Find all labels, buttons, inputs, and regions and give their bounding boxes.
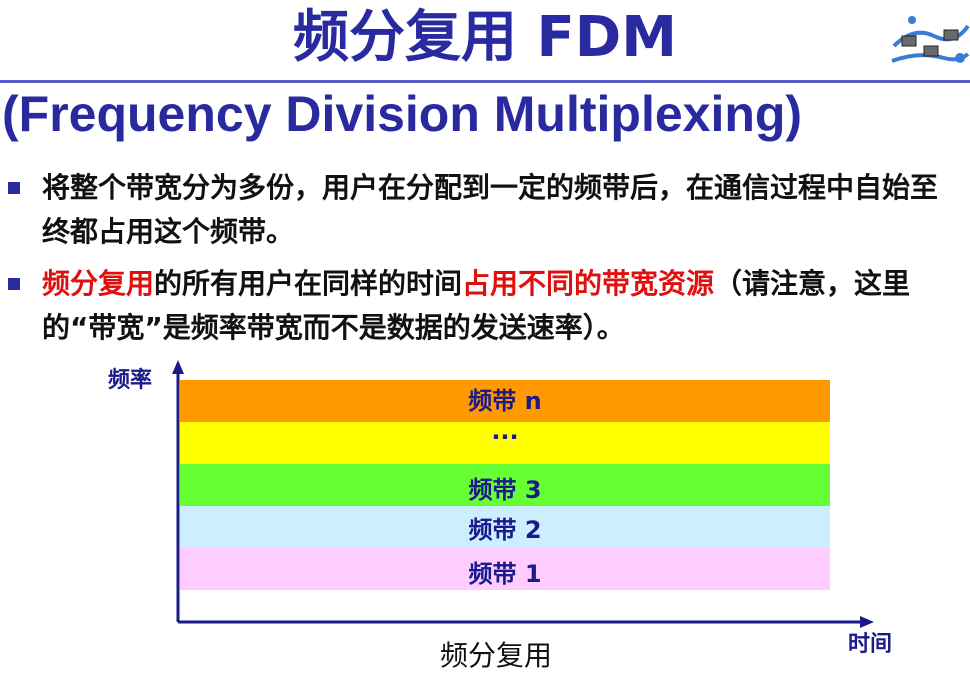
band-n: 频带 n <box>180 380 830 422</box>
diagram-caption: 频分复用 <box>440 639 553 672</box>
page-title: 频分复用 FDM <box>293 5 677 70</box>
highlight-different-bandwidth: 占用不同的带宽资源 <box>462 267 715 300</box>
page-subtitle: (Frequency Division Multiplexing) <box>2 86 803 142</box>
network-icon <box>891 16 970 63</box>
band-3: 频带 3 <box>180 464 830 506</box>
title-divider <box>0 80 970 83</box>
highlight-fdm: 频分复用 <box>42 267 155 300</box>
bullet-marker-1 <box>8 182 20 194</box>
bullet-text-2-part: 的所有用户在同样的时间 <box>154 267 463 300</box>
bullet-text-2-note: （请注意，这里的“带宽”是频率带宽而不是数据的发送速率）。 <box>42 267 911 344</box>
band-1: 频带 1 <box>180 548 830 590</box>
bullet-text-2: 频分复用的所有用户在同样的时间占用不同的带宽资源（请注意，这里的“带宽”是频率带… <box>42 262 952 350</box>
x-axis-label: 时间 <box>848 632 893 657</box>
band-ellipsis: ··· <box>180 422 830 464</box>
bullet-text-1: 将整个带宽分为多份，用户在分配到一定的频带后，在通信过程中自始至终都占用这个频带… <box>42 171 939 248</box>
band-2: 频带 2 <box>180 506 830 548</box>
bullet-marker-2 <box>8 278 20 290</box>
y-axis-label: 频率 <box>108 368 153 393</box>
